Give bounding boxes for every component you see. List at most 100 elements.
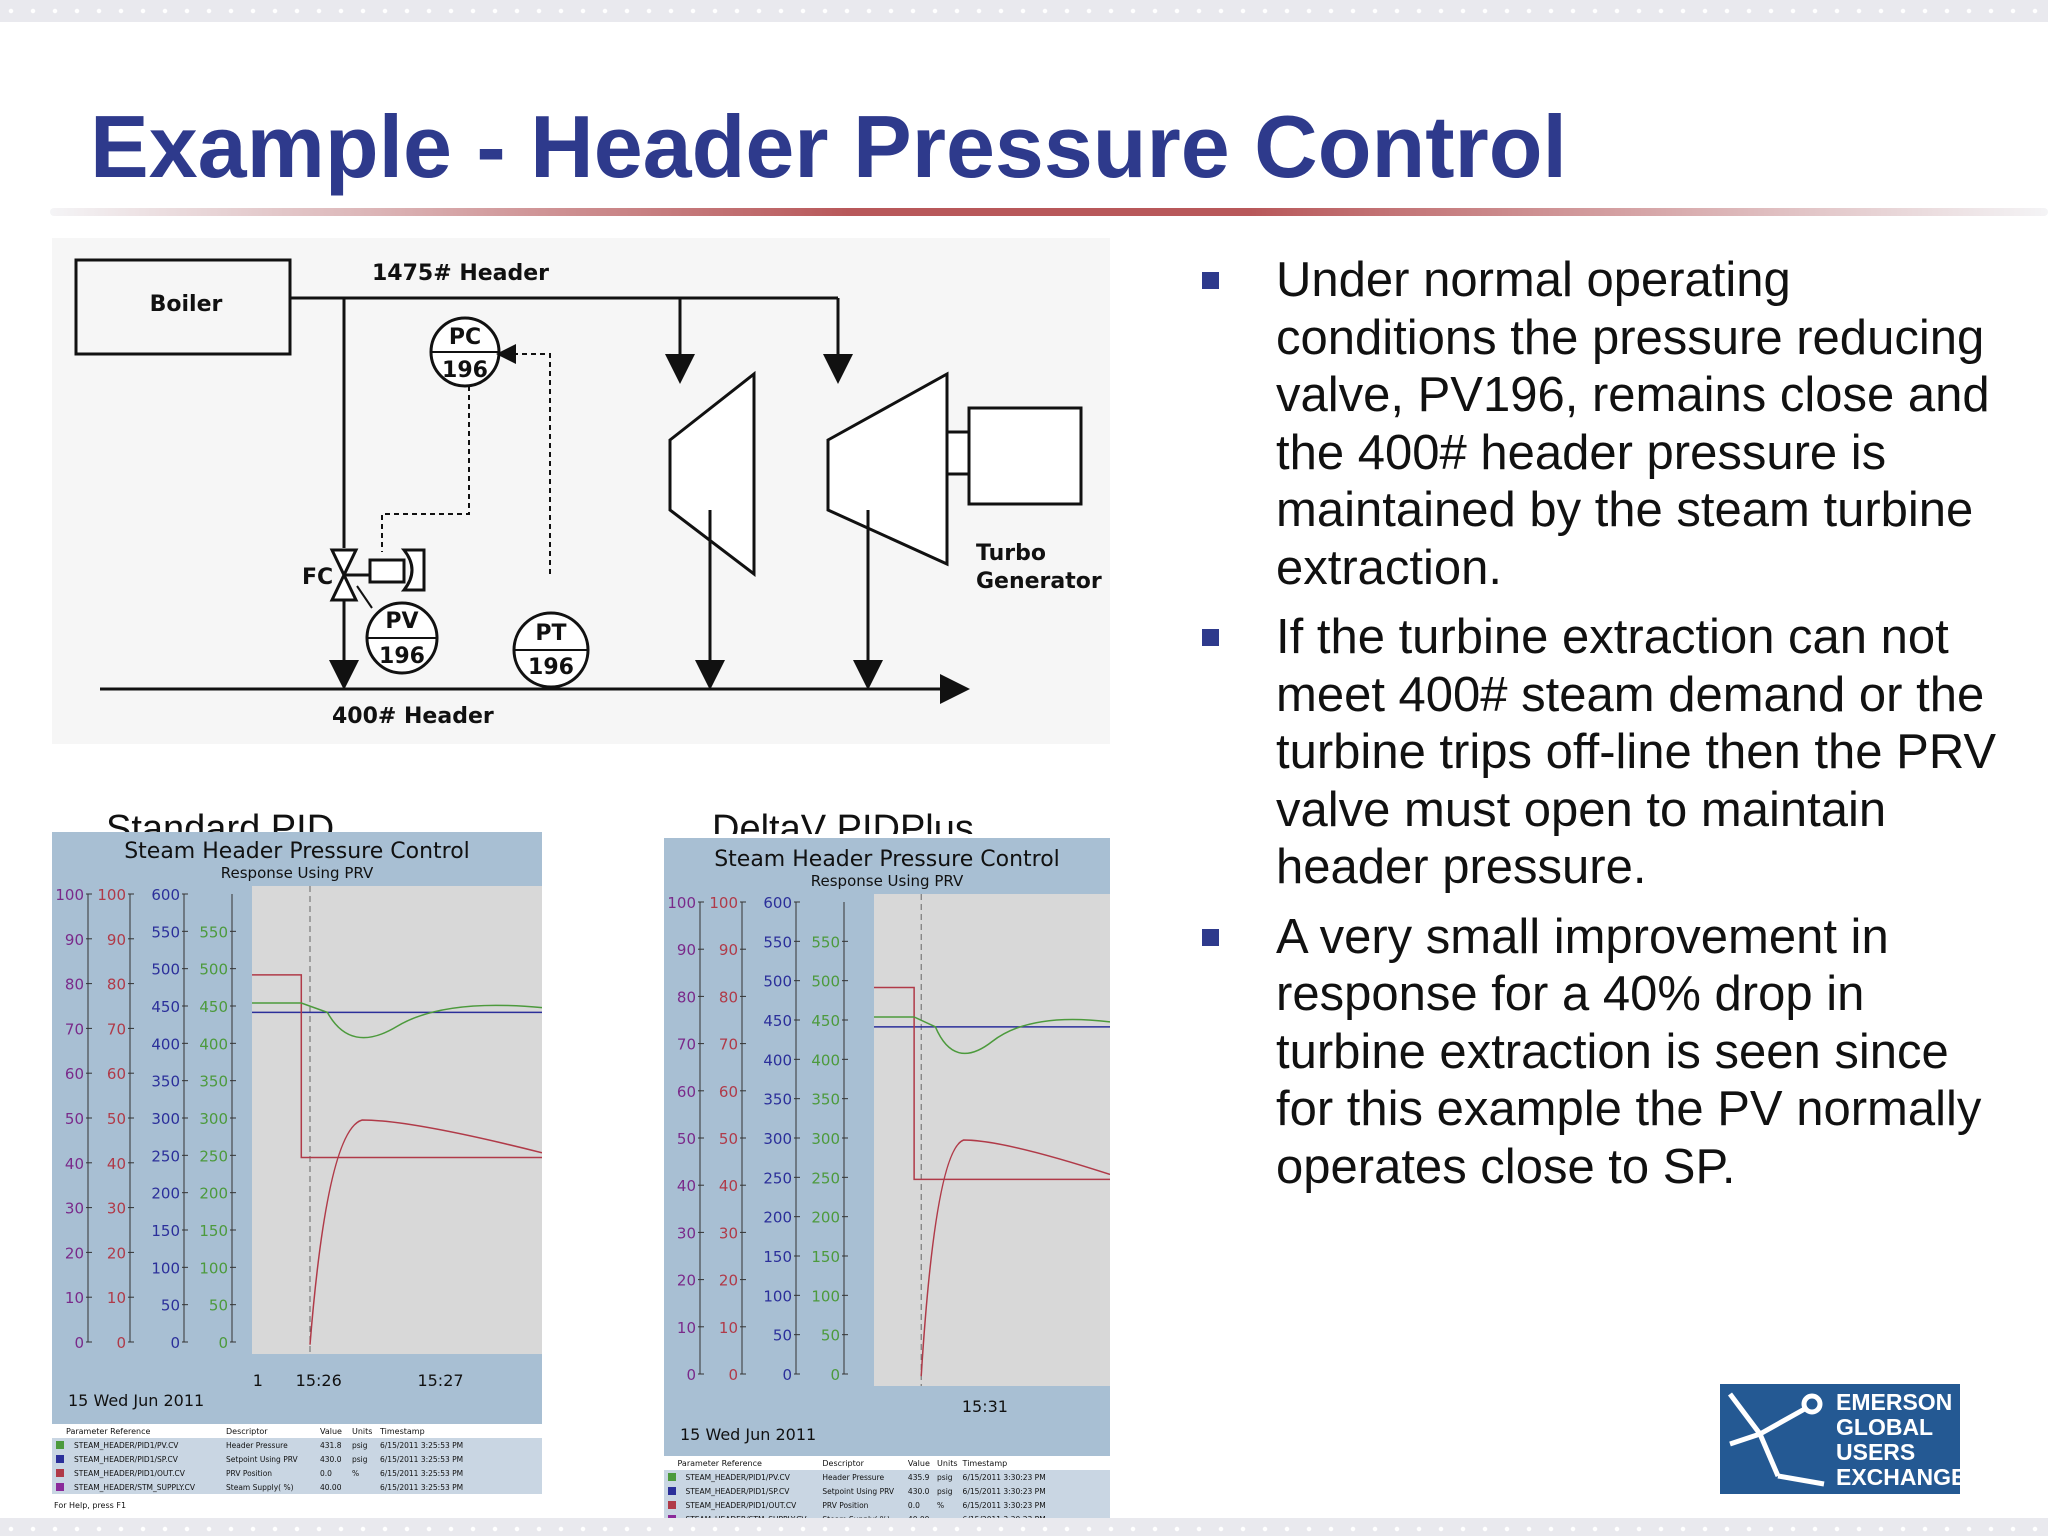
- table-cell: STEAM_HEADER/PID1/OUT.CV: [685, 1501, 797, 1510]
- table-cell: Steam Supply( %): [226, 1483, 294, 1492]
- boiler-box: [74, 258, 292, 356]
- series-swatch: [668, 1487, 676, 1495]
- header-400-label: 400# Header: [332, 704, 494, 729]
- axis-tick-label: 400: [763, 1051, 792, 1069]
- table-cell: 6/15/2011 3:30:23 PM: [963, 1501, 1046, 1510]
- axis-tick-label: 10: [65, 1289, 84, 1307]
- axis-tick-label: 0: [170, 1334, 180, 1352]
- axis-tick-label: 40: [719, 1177, 738, 1195]
- axis-tick-label: 300: [199, 1110, 228, 1128]
- table-cell: 435.9: [908, 1473, 930, 1482]
- axis-tick-label: 70: [719, 1036, 738, 1054]
- param-table-body: [52, 1438, 542, 1494]
- table-cell: STEAM_HEADER/PID1/OUT.CV: [74, 1469, 186, 1478]
- table-cell: 430.0: [908, 1487, 930, 1496]
- process-diagram: Boiler 1475# Header FC PC 196 PV 196 PT …: [52, 238, 1110, 744]
- svg-text:196: 196: [379, 644, 425, 669]
- table-header: Parameter Reference: [66, 1427, 151, 1436]
- axis-tick-label: 30: [107, 1200, 126, 1218]
- axis-tick-label: 550: [811, 933, 840, 951]
- axis-tick-label: 550: [151, 923, 180, 941]
- bottom-dot-border: [0, 1518, 2048, 1536]
- axis-tick-label: 50: [107, 1110, 126, 1128]
- axis-tick-label: 200: [199, 1185, 228, 1203]
- steam-response-line: [920, 1139, 1110, 1377]
- axis-tick-label: 40: [677, 1177, 696, 1195]
- logo-text-line: EXCHANGE: [1836, 1464, 1960, 1490]
- table-cell: 0.0: [908, 1501, 920, 1510]
- axis-tick-label: 50: [821, 1327, 840, 1345]
- header-1475-label: 1475# Header: [372, 261, 549, 286]
- turbine-2: [826, 371, 949, 567]
- axis-tick-label: 400: [199, 1035, 228, 1053]
- axis-tick-label: 50: [65, 1110, 84, 1128]
- table-header: Value: [908, 1459, 930, 1468]
- bullet-square-icon: [1202, 629, 1219, 646]
- table-cell: STEAM_HEADER/PID1/SP.CV: [685, 1487, 790, 1496]
- table-header: Timestamp: [962, 1459, 1008, 1468]
- trend-caption-standard: Standard PID: [106, 808, 335, 834]
- axis-tick-label: 500: [763, 973, 792, 991]
- output-step-line: [252, 974, 542, 1159]
- svg-text:PV: PV: [385, 609, 418, 634]
- bullet-item: A very small improvement in response for…: [1196, 909, 2016, 1197]
- axis-tick-label: 600: [763, 894, 792, 912]
- table-cell: 6/15/2011 3:30:23 PM: [963, 1487, 1046, 1496]
- axis-tick-label: 350: [763, 1091, 792, 1109]
- axis-tick-label: 20: [107, 1244, 126, 1262]
- plot-area: [874, 894, 1110, 1386]
- axis-tick-label: 100: [151, 1259, 180, 1277]
- slide-title: Example - Header Pressure Control: [90, 97, 1567, 196]
- bullet-square-icon: [1202, 928, 1219, 946]
- bullet-square-icon: [1202, 272, 1219, 289]
- axis-tick-label: 0: [218, 1334, 228, 1352]
- axis-tick-label: 20: [65, 1244, 84, 1262]
- trend-caption-deltav: DeltaV PIDPlus: [712, 808, 974, 834]
- table-cell: 430.0: [320, 1455, 342, 1464]
- axis-tick-label: 90: [677, 941, 696, 959]
- table-cell: %: [352, 1469, 359, 1478]
- axis-tick-label: 350: [811, 1091, 840, 1109]
- table-header: Descriptor: [226, 1427, 268, 1436]
- axis-tick-label: 10: [677, 1319, 696, 1337]
- logo-text-line: GLOBAL: [1836, 1414, 1934, 1440]
- table-cell: STEAM_HEADER/PID1/SP.CV: [74, 1455, 179, 1464]
- axis-tick-label: 450: [199, 998, 228, 1016]
- axis-tick-label: 150: [199, 1222, 228, 1240]
- axis-tick-label: 200: [811, 1209, 840, 1227]
- axis-tick-label: 100: [811, 1287, 840, 1305]
- table-cell: 431.8: [320, 1441, 342, 1450]
- axis-tick-label: 500: [151, 961, 180, 979]
- axis-tick-label: 450: [151, 998, 180, 1016]
- table-header: Parameter Reference: [677, 1459, 762, 1468]
- axis-tick-label: 70: [107, 1020, 126, 1038]
- axis-tick-label: 80: [65, 976, 84, 994]
- series-swatch: [668, 1501, 676, 1509]
- top-dot-border: [0, 0, 2048, 22]
- axis-tick-label: 10: [107, 1289, 126, 1307]
- x-axis-label: 1: [253, 1371, 263, 1390]
- axis-tick-label: 250: [199, 1147, 228, 1165]
- axis-tick-label: 600: [151, 886, 180, 904]
- axis-tick-label: 90: [719, 941, 738, 959]
- status-text: For Help, press F1: [54, 1501, 126, 1510]
- axis-tick-label: 60: [719, 1083, 738, 1101]
- table-header: Units: [937, 1459, 957, 1468]
- turbine-1: [668, 370, 756, 578]
- axis-tick-label: 30: [719, 1224, 738, 1242]
- generator-label: Generator: [976, 569, 1102, 594]
- param-table-body: [664, 1470, 1110, 1526]
- axis-tick-label: 0: [74, 1334, 84, 1352]
- boiler-label: Boiler: [150, 292, 223, 317]
- trend-date: 15 Wed Jun 2011: [680, 1425, 816, 1444]
- table-header: Units: [352, 1427, 372, 1436]
- trend-subtitle: Response Using PRV: [811, 872, 964, 890]
- axis-tick-label: 300: [811, 1130, 840, 1148]
- axis-tick-label: 300: [151, 1110, 180, 1128]
- table-cell: STEAM_HEADER/STM_SUPPLY.CV: [74, 1483, 196, 1492]
- svg-text:PC: PC: [449, 325, 481, 350]
- table-cell: psig: [937, 1473, 953, 1482]
- logo-text-line: EMERSON: [1836, 1389, 1953, 1415]
- axis-tick-label: 10: [719, 1319, 738, 1337]
